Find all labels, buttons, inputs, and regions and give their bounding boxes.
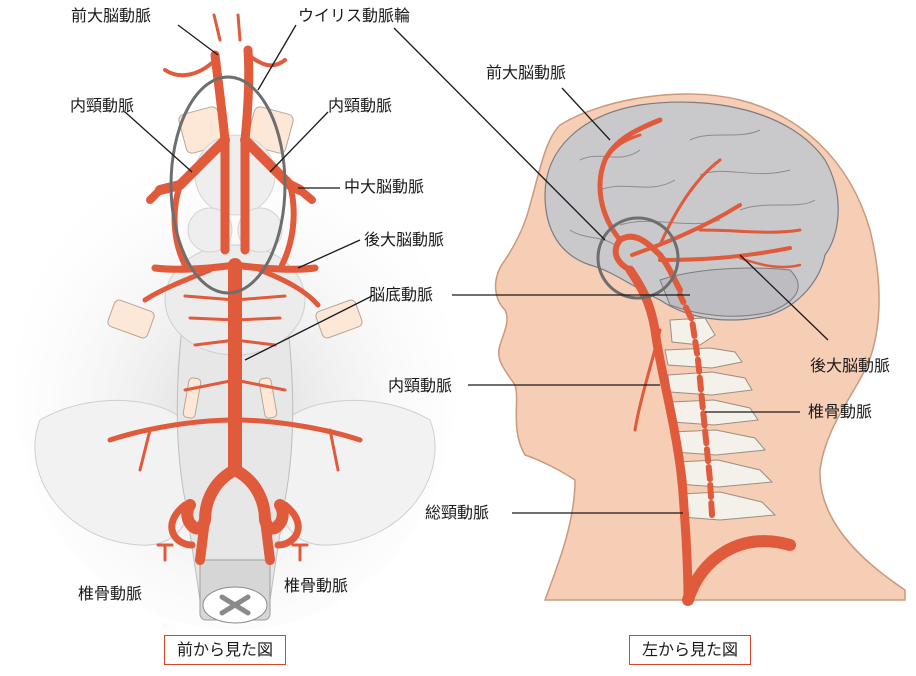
caption-side-view: 左から見た図	[629, 635, 751, 665]
label-internal-carotid-side: 内頸動脈	[388, 376, 452, 396]
label-anterior-cerebral-side: 前大脳動脈	[486, 63, 566, 83]
label-internal-carotid-front-right: 内頸動脈	[328, 96, 392, 116]
label-middle-cerebral: 中大脳動脈	[344, 177, 424, 197]
label-vertebral-front-left: 椎骨動脈	[78, 584, 142, 604]
label-common-carotid: 総頸動脈	[425, 503, 489, 523]
label-anterior-cerebral-front: 前大脳動脈	[71, 6, 151, 26]
caption-front-view: 前から見た図	[164, 635, 286, 665]
label-posterior-cerebral-side: 後大脳動脈	[810, 356, 890, 376]
label-vertebral-side: 椎骨動脈	[808, 402, 872, 422]
label-internal-carotid-front-left: 内頸動脈	[70, 96, 134, 116]
optic-chiasm-area	[195, 135, 275, 215]
label-vertebral-front-right: 椎骨動脈	[284, 576, 348, 596]
label-circle-of-willis: ウイリス動脈輪	[298, 6, 410, 26]
label-basilar: 脳底動脈	[369, 285, 433, 305]
label-posterior-cerebral-front: 後大脳動脈	[364, 230, 444, 250]
